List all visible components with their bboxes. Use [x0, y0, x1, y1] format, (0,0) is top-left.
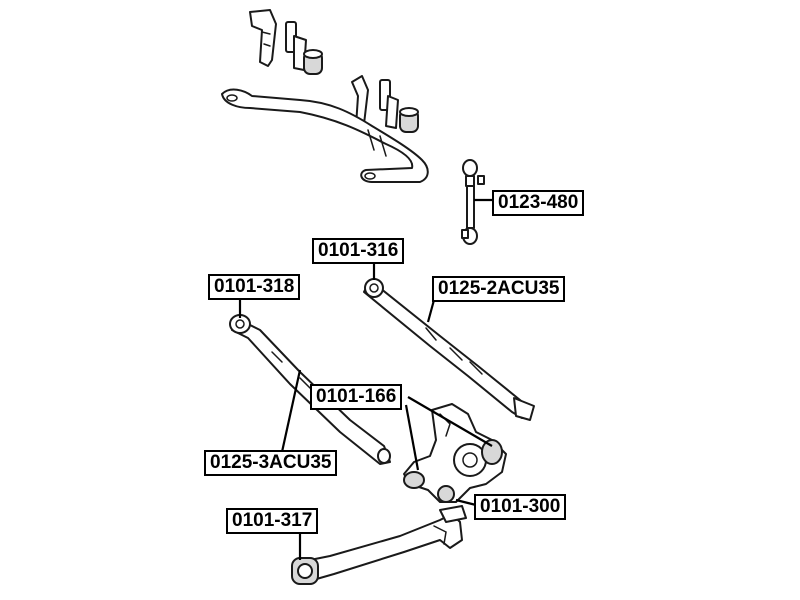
part-label-0101-317: 0101-317 [226, 508, 319, 534]
stabilizer-bracket-left [249, 9, 307, 71]
part-label-0101-318: 0101-318 [208, 274, 301, 300]
upper-control-arm [363, 278, 535, 421]
part-label-0123-480: 0123-480 [492, 190, 585, 216]
stabilizer-bar [221, 88, 429, 183]
rear-knuckle [403, 403, 507, 503]
part-label-0125-2acu35: 0125-2ACU35 [432, 276, 566, 302]
part-label-0101-300: 0101-300 [474, 494, 567, 520]
stabilizer-link [461, 159, 485, 245]
stabilizer-bracket-right [351, 75, 399, 129]
stabilizer-bushing-right [399, 107, 419, 133]
bottom-arm [291, 505, 467, 585]
part-label-0101-166: 0101-166 [310, 384, 403, 410]
part-label-0101-316: 0101-316 [312, 238, 405, 264]
part-label-0125-3acu35: 0125-3ACU35 [204, 450, 338, 476]
stabilizer-bushing-left [303, 49, 323, 75]
